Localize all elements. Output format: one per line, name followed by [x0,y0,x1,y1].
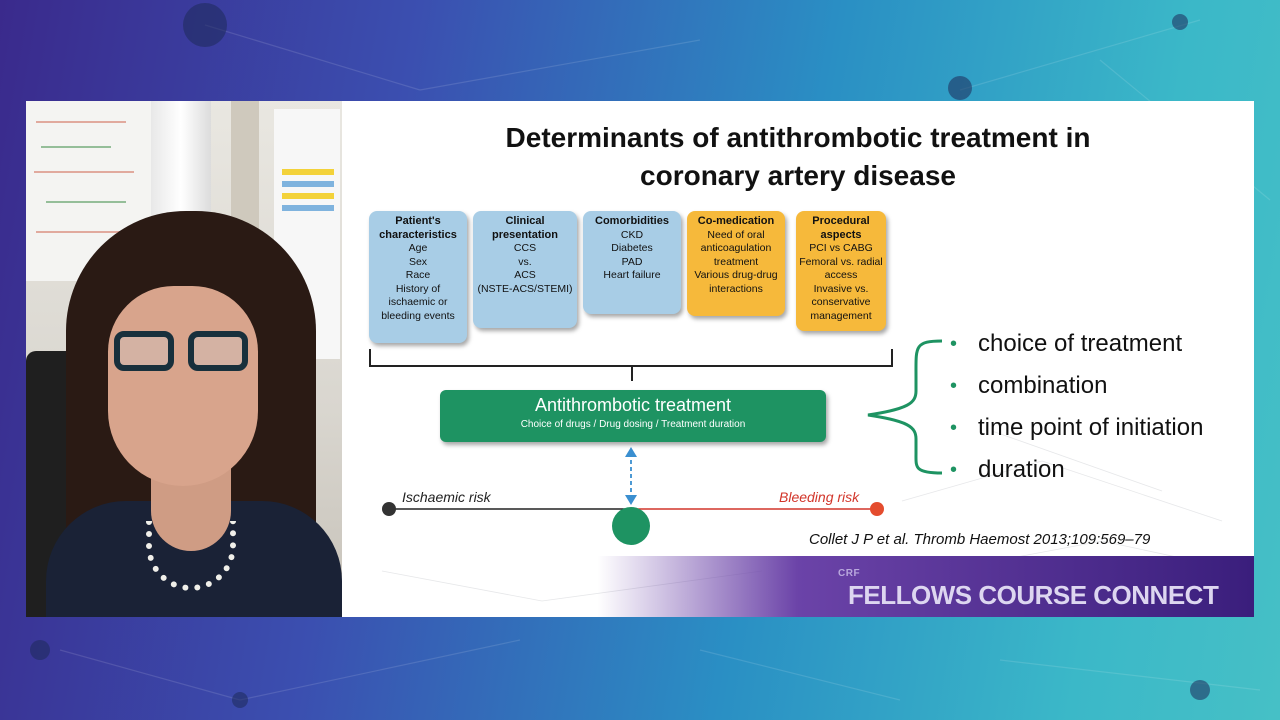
box-title: Patient's characteristics [379,215,457,241]
glasses [114,331,250,373]
bullet-dot: • [950,375,958,397]
arrow-up-icon [625,447,637,457]
grouping-bracket [369,349,893,367]
box-line: Sex [408,255,428,268]
bullet-item: • combination [950,369,1203,411]
bleeding-risk-label: Bleeding risk [779,489,860,505]
treatment-title: Antithrombotic treatment [534,395,732,415]
course-banner: CRF FELLOWS COURSE CONNECT [342,556,1254,617]
balance-point [612,507,650,545]
box-title: Procedural aspects [812,215,870,241]
presentation-slide: Determinants of antithrombotic treatment… [342,101,1254,617]
course-title: FELLOWS COURSE CONNECT [848,580,1219,610]
treatment-subtitle: Choice of drugs / Drug dosing / Treatmen… [520,419,746,430]
curly-brace [867,339,943,475]
box-title: Clinical presentation [491,215,558,241]
box-clinical-presentation: Clinical presentation CCS vs. ACS (NSTE-… [473,211,577,328]
box-line: vs. [518,255,532,268]
bullet-text: combination [978,372,1108,399]
bullet-text: choice of treatment [978,330,1183,357]
box-line: ACS [514,269,536,281]
bullet-item: • duration [950,453,1203,495]
slide-title-line-1: Determinants of antithrombotic treatment… [505,122,1091,153]
speaker-face [108,286,258,486]
box-line: Invasive vs. conservative management [810,282,872,322]
bullet-item: • time point of initiation [950,411,1203,453]
box-line: Need of oral anticoagulation treatment [700,228,772,268]
bracket-stem [631,367,633,381]
treatment-box: Antithrombotic treatment Choice of drugs… [440,390,826,442]
box-line: Age [408,242,428,254]
slide-title-line-2: coronary artery disease [640,160,956,191]
arrow-down-icon [625,495,637,505]
bullet-dot: • [950,417,958,439]
box-patient-characteristics: Patient's characteristics Age Sex Race H… [369,211,467,343]
box-line: Race [405,269,431,281]
box-line: History of ischaemic or bleeding events [381,282,455,322]
speaker-video [26,101,342,617]
bullet-list: • choice of treatment • combination • time … [950,327,1203,495]
box-line: CCS [513,242,537,254]
box-line: PCI vs CABG [809,242,873,254]
box-procedural-aspects: Procedural aspects PCI vs CABG Femoral v… [796,211,886,331]
slide-title: Determinants of antithrombotic treatment… [342,119,1254,195]
box-comorbidities: Comorbidities CKD Diabetes PAD Heart fai… [583,211,681,314]
box-title: Co-medication [697,215,775,227]
bleeding-endpoint [870,502,884,516]
risk-scale [382,447,884,545]
box-line: (NSTE-ACS/STEMI) [477,282,573,295]
box-line: PAD [621,255,643,268]
ischaemic-risk-label: Ischaemic risk [402,489,491,505]
box-line: CKD [620,228,644,241]
box-title: Comorbidities [595,215,669,227]
citation: Collet J P et al. Thromb Haemost 2013;10… [809,531,1151,548]
box-line: Diabetes [611,242,653,254]
pearl-necklace [146,521,236,591]
ischaemic-endpoint [382,502,396,516]
bullet-dot: • [950,333,958,355]
bullet-item: • choice of treatment [950,327,1203,369]
box-line: Femoral vs. radial access [799,255,883,282]
box-co-medication: Co-medication Need of oral anticoagulati… [687,211,785,316]
bullet-text: duration [978,456,1065,483]
box-line: Heart failure [603,269,661,281]
bullet-dot: • [950,459,958,481]
bullet-text: time point of initiation [978,414,1204,441]
crf-logo: CRF [838,568,861,579]
box-line: Various drug-drug interactions [694,269,778,295]
